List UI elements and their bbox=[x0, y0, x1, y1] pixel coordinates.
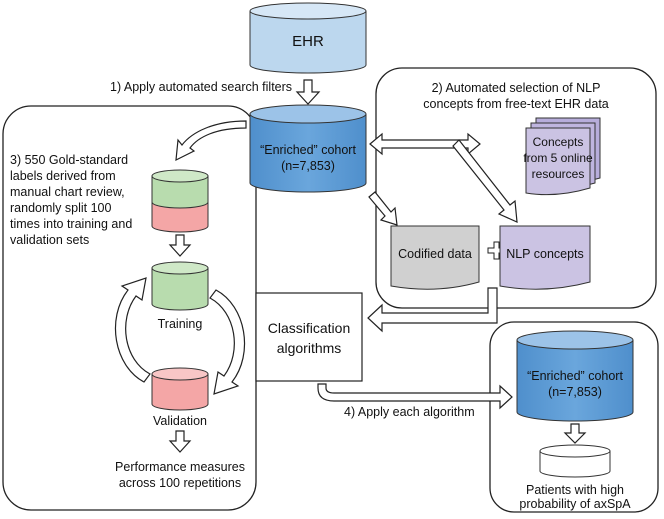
ehr-cylinder bbox=[249, 2, 367, 74]
arrow-cohort-to-goldstandard bbox=[175, 120, 247, 162]
patients-line2: probability of axSpA bbox=[519, 497, 631, 511]
arrow-cohort-to-codified bbox=[368, 191, 398, 226]
arrow-features-to-classification bbox=[367, 287, 498, 333]
nlp-concepts-document bbox=[499, 225, 591, 290]
arrow-validation-to-performance bbox=[168, 430, 192, 453]
classification-box bbox=[255, 292, 363, 382]
performance-line1: Performance measures bbox=[115, 460, 245, 474]
step3-line5: times into training and bbox=[10, 217, 133, 231]
step3-line1: 3) 550 Gold-standard bbox=[10, 153, 129, 167]
patients-line1: Patients with high bbox=[526, 483, 624, 497]
goldstandard-cylinder bbox=[151, 169, 209, 233]
training-label: Training bbox=[157, 317, 203, 331]
arrow-goldstandard-to-training bbox=[168, 234, 192, 257]
validation-label: Validation bbox=[153, 414, 207, 428]
cohort2-line2: (n=7,853) bbox=[548, 385, 602, 399]
validation-cylinder bbox=[151, 367, 209, 411]
panel-results bbox=[489, 321, 659, 513]
step2-line2: concepts from free-text EHR data bbox=[423, 97, 609, 111]
nlp-label: NLP concepts bbox=[506, 247, 584, 261]
step4-label: 4) Apply each algorithm bbox=[344, 405, 475, 419]
arrow-concepts-to-nlp bbox=[452, 139, 518, 223]
classification-line1: Classification bbox=[267, 320, 351, 336]
step3-line4: randomly split 100 bbox=[10, 201, 112, 215]
performance-line2: across 100 repetitions bbox=[118, 476, 242, 490]
step3-line2: labels derived from bbox=[10, 169, 116, 183]
arrow-validation-to-training bbox=[114, 277, 151, 383]
step1-label: 1) Apply automated search filters bbox=[110, 80, 293, 94]
cohort-line2: (n=7,853) bbox=[281, 159, 335, 173]
codified-data-document bbox=[390, 225, 480, 290]
ehr-label: EHR bbox=[292, 33, 324, 50]
step3-line6: validation sets bbox=[10, 233, 90, 247]
double-arrow-cohort-concepts bbox=[369, 132, 481, 156]
concepts-line2: from 5 online bbox=[523, 151, 593, 165]
training-cylinder bbox=[151, 261, 209, 311]
enriched-cohort-cylinder bbox=[249, 104, 367, 193]
cohort2-line1: “Enriched” cohort bbox=[527, 369, 623, 383]
arrow-ehr-to-cohort bbox=[295, 79, 321, 105]
classification-line2: algorithms bbox=[276, 340, 342, 356]
step2-line1: 2) Automated selection of NLP bbox=[431, 81, 601, 95]
enriched-cohort-2-cylinder bbox=[516, 330, 634, 422]
concepts-document-stack bbox=[525, 117, 601, 196]
arrow-cohort2-to-patients bbox=[563, 423, 587, 444]
patients-cylinder bbox=[539, 444, 611, 478]
arrow-training-to-validation bbox=[209, 289, 246, 395]
concepts-line1: Concepts bbox=[532, 135, 584, 149]
arrow-classification-to-results bbox=[317, 383, 513, 410]
codified-label: Codified data bbox=[398, 247, 472, 261]
panel-nlp-selection bbox=[375, 67, 657, 309]
cohort-line1: “Enriched” cohort bbox=[260, 143, 356, 157]
concepts-line3: resources bbox=[531, 167, 585, 181]
step3-line3: manual chart review, bbox=[10, 185, 125, 199]
